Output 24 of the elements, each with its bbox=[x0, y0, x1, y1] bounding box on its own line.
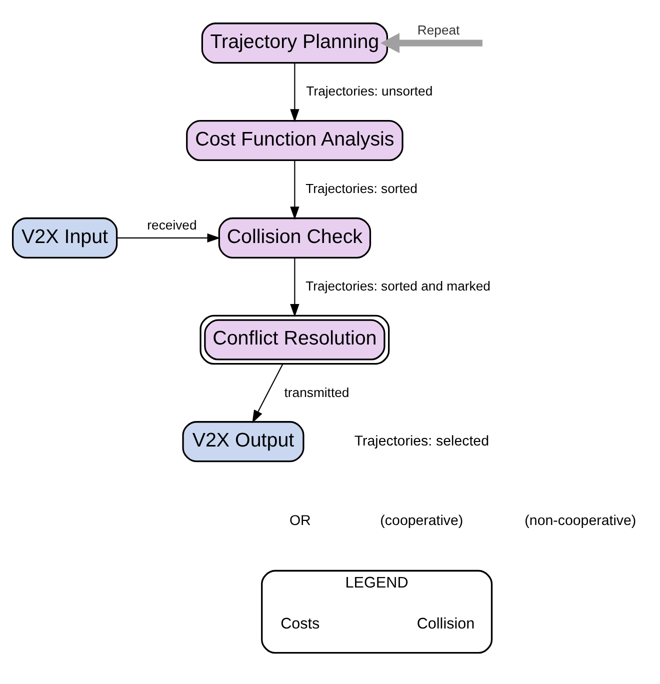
label: (cooperative) bbox=[380, 512, 464, 529]
edge-label: received bbox=[147, 216, 197, 232]
edge-label: Trajectories: sorted bbox=[306, 180, 418, 196]
edge-label: Trajectories: sorted and marked bbox=[306, 278, 490, 294]
legend-label: Collision bbox=[416, 614, 475, 632]
arrow bbox=[380, 32, 482, 53]
node-box: Conflict Resolution bbox=[200, 314, 390, 364]
edge-label: Trajectories: unsorted bbox=[306, 83, 433, 98]
arrow bbox=[290, 62, 300, 122]
node-box: V2X Output bbox=[182, 420, 304, 462]
arrow bbox=[116, 232, 220, 242]
node-box: Trajectory Planning bbox=[201, 22, 388, 64]
label: OR bbox=[290, 512, 311, 529]
node-box: Collision Check bbox=[218, 216, 372, 258]
label: (non-cooperative) bbox=[524, 512, 636, 529]
arrow bbox=[290, 160, 300, 220]
edge-label: Repeat bbox=[417, 22, 460, 37]
legend-label: Costs bbox=[280, 614, 320, 632]
node-box: Cost Function Analysis bbox=[186, 120, 404, 161]
label: Trajectories: selected bbox=[354, 432, 489, 449]
arrow bbox=[252, 363, 284, 423]
node-box: V2X Input bbox=[12, 216, 118, 258]
arrow bbox=[290, 257, 300, 317]
edge-label: transmitted bbox=[284, 384, 350, 400]
